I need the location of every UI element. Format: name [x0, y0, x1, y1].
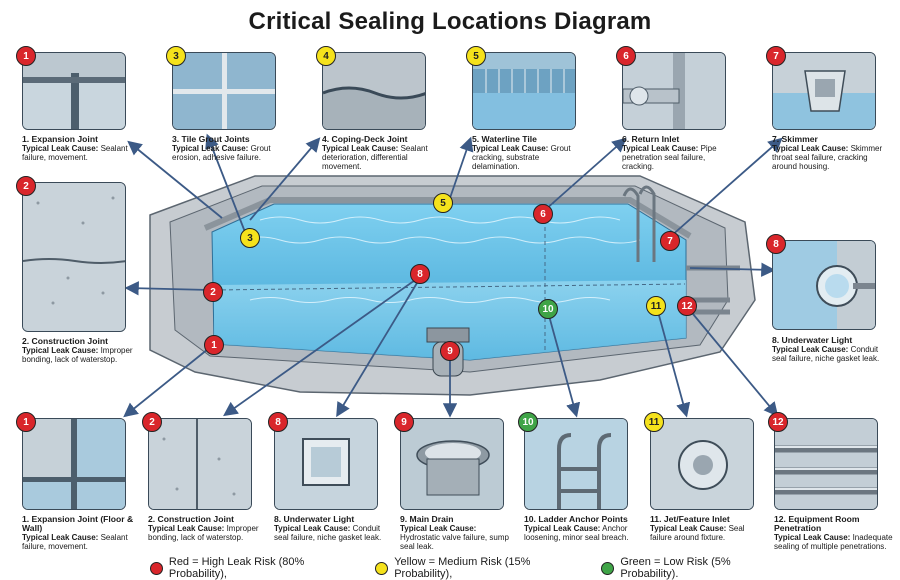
waterline-tile-icon	[472, 52, 576, 130]
coping-deck-icon	[322, 52, 426, 130]
underwater-light-icon	[772, 240, 876, 330]
card-caption-equipment-room: 12. Equipment Room Penetration Typical L…	[774, 514, 893, 552]
card-return-inlet[interactable]: 6	[616, 46, 726, 130]
card-tile-grout-joints[interactable]: 3	[166, 46, 276, 130]
legend-green-dot	[601, 561, 615, 575]
skimmer-icon	[772, 52, 876, 130]
card-waterline-tile[interactable]: 5	[466, 46, 576, 130]
legend-green-label: Green = Low Risk (5% Probability).	[620, 556, 731, 580]
pool-marker-1[interactable]: 1	[204, 335, 224, 355]
tile-grout-icon	[172, 52, 276, 130]
construction-joint-icon	[22, 182, 126, 332]
expansion-joint-icon	[22, 418, 126, 510]
legend-yellow-label: Yellow = Medium Risk (15% Probability),	[394, 556, 531, 580]
risk-legend: Red = High Leak Risk (80% Probability), …	[150, 556, 790, 580]
card-jet-feature-inlet[interactable]: 11	[644, 412, 754, 510]
ladder	[622, 185, 656, 262]
diagram-title: Critical Sealing Locations Diagram	[248, 8, 652, 35]
card-caption-ladder-anchor: 10. Ladder Anchor Points Typical Leak Ca…	[524, 514, 629, 543]
pool-marker-3[interactable]: 3	[240, 228, 260, 248]
legend-yellow-dot	[375, 561, 389, 575]
jet-inlet-icon	[650, 418, 754, 510]
card-underwater-light-side[interactable]: 8	[766, 234, 876, 330]
main-drain-icon	[400, 418, 504, 510]
underwater-light-icon	[274, 418, 378, 510]
card-caption-skimmer: 7. Skimmer Typical Leak Cause: Skimmer t…	[772, 134, 883, 172]
card-caption-main-drain: 9. Main Drain Typical Leak Cause: Hydros…	[400, 514, 509, 552]
card-expansion-joint[interactable]: 1	[16, 46, 126, 130]
leader-arrows	[123, 133, 783, 418]
card-coping-deck-joint[interactable]: 4	[316, 46, 426, 130]
card-caption-tile-grout: 3. Tile Grout Joints Typical Leak Cause:…	[172, 134, 271, 163]
card-caption-waterline-tile: 5. Waterline Tile Typical Leak Cause: Gr…	[472, 134, 571, 172]
card-caption-return-inlet: 6. Return Inlet Typical Leak Cause: Pipe…	[622, 134, 717, 172]
construction-joint-icon	[148, 418, 252, 510]
card-expansion-joint-floor-wall[interactable]: 1	[16, 412, 126, 510]
equipment-penetration-icon	[774, 418, 878, 510]
card-construction-joint-bottom[interactable]: 2	[142, 412, 252, 510]
pool-marker-6[interactable]: 6	[533, 204, 553, 224]
card-caption-expansion-joint: 1. Expansion Joint Typical Leak Cause: S…	[22, 134, 128, 163]
card-caption-coping-deck: 4. Coping-Deck Joint Typical Leak Cause:…	[322, 134, 428, 172]
card-caption-expansion-floor-wall: 1. Expansion Joint (Floor & Wall) Typica…	[22, 514, 134, 552]
card-equipment-room[interactable]: 12	[768, 412, 878, 510]
ladder-anchor-icon	[524, 418, 628, 510]
pool-marker-9[interactable]: 9	[440, 341, 460, 361]
pool-marker-8[interactable]: 8	[410, 264, 430, 284]
card-caption-underwater-light-side: 8. Underwater Light Typical Leak Cause: …	[772, 335, 880, 364]
card-underwater-light-bottom[interactable]: 8	[268, 412, 378, 510]
card-main-drain[interactable]: 9	[394, 412, 504, 510]
card-ladder-anchor[interactable]: 10	[518, 412, 628, 510]
legend-red-label: Red = High Leak Risk (80% Probability),	[168, 556, 305, 580]
legend-red-dot	[150, 561, 163, 575]
pool-marker-5[interactable]: 5	[433, 193, 453, 213]
pool-marker-10[interactable]: 10	[538, 299, 558, 319]
pool-marker-12[interactable]: 12	[677, 296, 697, 316]
card-construction-joint-side[interactable]: 2	[16, 176, 126, 332]
card-caption-construction-bottom: 2. Construction Joint Typical Leak Cause…	[148, 514, 259, 543]
card-caption-jet-inlet: 11. Jet/Feature Inlet Typical Leak Cause…	[650, 514, 745, 543]
return-inlet-icon	[622, 52, 726, 130]
pool-marker-2[interactable]: 2	[203, 282, 223, 302]
card-caption-underwater-light-bottom: 8. Underwater Light Typical Leak Cause: …	[274, 514, 382, 543]
pool-marker-11[interactable]: 11	[646, 296, 666, 316]
pool-marker-7[interactable]: 7	[660, 231, 680, 251]
expansion-joint-icon	[22, 52, 126, 130]
card-skimmer[interactable]: 7	[766, 46, 876, 130]
card-caption-construction-joint-side: 2. Construction Joint Typical Leak Cause…	[22, 336, 133, 365]
